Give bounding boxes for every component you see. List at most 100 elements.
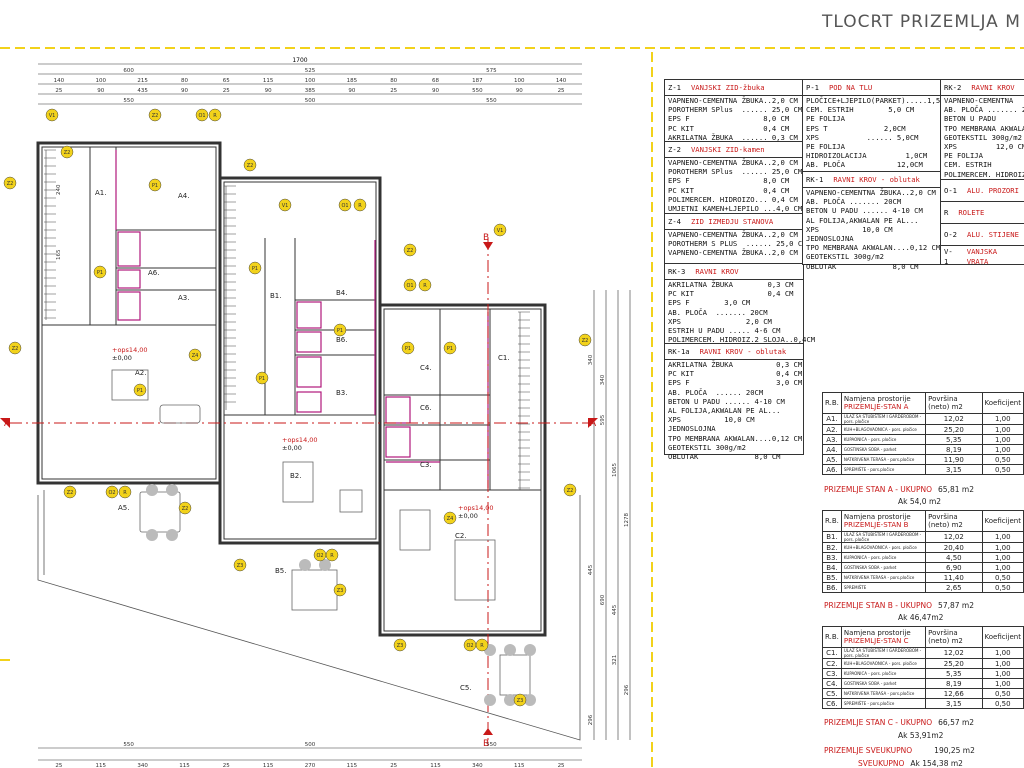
element-tag (493, 223, 507, 237)
table-cell-name: SPREMIŠTE - pors.pločice (840, 464, 927, 475)
table-cell-area: 12,02 (925, 531, 983, 543)
legend-name: ROLETE (958, 207, 985, 217)
spec-line: XPS 12,0 CM (944, 142, 1024, 152)
element-tag (393, 638, 407, 652)
dimension-label: 25 (55, 763, 62, 768)
dimension-label: 550 (123, 742, 134, 748)
table-cell-name: SPREMIŠTE - pors.pločice (840, 698, 927, 709)
spec-line: PE FOLIJA (806, 142, 845, 152)
element-tag (255, 371, 269, 385)
legend-name: ALU. PROZORI (966, 185, 1019, 195)
dimension-label: 435 (137, 88, 148, 94)
dimension-label: 90 (265, 88, 272, 94)
spec-line: POROTHERM SPlus ...... 25,0 CM (668, 105, 803, 115)
dimension-label: 115 (430, 763, 441, 768)
legend-item: R ROLETE (941, 202, 1024, 224)
dimension-label: 115 (347, 763, 358, 768)
element-tag (60, 145, 74, 159)
table-cell-k: 0,50 (981, 572, 1024, 583)
table-cell-k: 0,50 (981, 698, 1024, 709)
room-a3: A3. (178, 294, 189, 302)
spec-line: AB. PLOČA ...... 20CM (668, 387, 764, 397)
dimension-label: 140 (54, 78, 65, 84)
svg-text:240: 240 (56, 184, 62, 195)
room-a4: A4. (178, 192, 189, 200)
table-cell-area: 25,20 (925, 424, 983, 435)
table-cell-name: KUH+BLAGOVAONICA - pors. pločice (840, 658, 927, 669)
spec-line: JEDNOSLOJNA (806, 234, 854, 244)
table-cell-area: 5,35 (925, 668, 983, 679)
element-tag (93, 265, 107, 279)
table-cell-name: SPREMIŠTE (840, 582, 927, 593)
element-tag-label: Z4 (192, 353, 199, 359)
table-cell-k: 1,00 (981, 424, 1024, 435)
spec-line: PLOČICE+LJEPILO(PARKET).....1,50CM (806, 96, 954, 105)
table-cell-rb: A2. (822, 424, 842, 435)
dimension-label: 500 (305, 98, 316, 104)
dimension-label: 25 (558, 763, 565, 768)
table-title: PRIZEMLJE-STAN B (843, 521, 909, 529)
dimension-label: 25 (558, 88, 565, 94)
room-c3: C3. (420, 461, 432, 469)
table-header-cell: Koeficijent (981, 626, 1024, 648)
element-tag-label: Z4 (447, 516, 454, 522)
element-tag (178, 501, 192, 515)
dimension-label: 80 (390, 78, 397, 84)
dimension-label: 270 (305, 763, 316, 768)
legend-name: ALU. STIJENE (966, 229, 1019, 239)
table-header-cell: R.B. (822, 392, 842, 414)
element-tag (403, 278, 417, 292)
table-cell-area: 3,15 (925, 698, 983, 709)
table-cell-rb: C5. (822, 688, 842, 699)
table-cell-k: 1,00 (981, 531, 1024, 543)
legend-code: R (944, 207, 949, 217)
element-tag (578, 333, 592, 347)
element-tag-label: R (213, 113, 217, 119)
spec-line: AKRILATNA ŽBUKA 0,3 CM (668, 360, 803, 369)
room-c6: C6. (420, 404, 432, 412)
spec-line: VAPNENO-CEMENTNA ŽBUKA..2,0 CM (668, 96, 798, 105)
dimension-label: 80 (181, 78, 188, 84)
element-tag (45, 108, 59, 122)
spec-code: Z-4 (668, 216, 681, 226)
spec-line: VAPNENO-CEMENTNA (944, 96, 1014, 105)
spec-line: GEOTEKSTIL 300g/m2 (944, 132, 1022, 142)
table-cell-k: 1,00 (981, 434, 1024, 445)
element-tag-label: P1 (252, 266, 258, 272)
dimension-label: 100 (96, 78, 107, 84)
element-tag-label: P1 (259, 376, 265, 382)
table-cell-rb: B5. (822, 572, 842, 583)
spec-line: TPO MEMBRANA AKWALAN (944, 123, 1024, 133)
spec-line: ESTRIH U PADU ..... 4-6 CM (668, 326, 781, 336)
dimension-label: 296 (624, 684, 630, 695)
spec-line: OBLUTAK 8,0 CM (806, 261, 919, 271)
element-tag (325, 548, 339, 562)
spec-name: ZID IZMEDJU STANOVA (690, 216, 774, 226)
dimension-label: 100 (305, 78, 316, 84)
level-a-base: ±0,00 (112, 354, 132, 362)
level-c-base: ±0,00 (458, 512, 478, 520)
table-cell-area: 11,40 (925, 572, 983, 583)
element-tag (353, 198, 367, 212)
element-tag-label: P1 (405, 346, 411, 352)
table-cell-area: 6,90 (925, 562, 983, 573)
spec-line: PC KIT 0,4 CM (668, 185, 790, 195)
element-tag-label: V1 (282, 203, 289, 209)
spec-line: BETON U PADU (944, 114, 996, 124)
table-cell-k: 1,00 (981, 542, 1024, 553)
element-tag (118, 485, 132, 499)
element-tag-label: V1 (497, 228, 504, 234)
spec-name: VANJSKI ZID-žbuka (690, 82, 765, 92)
dimension-label: 187 (472, 78, 483, 84)
table-cell-name: KUH+BLAGOVAONICA - pors. pločice (840, 424, 927, 435)
